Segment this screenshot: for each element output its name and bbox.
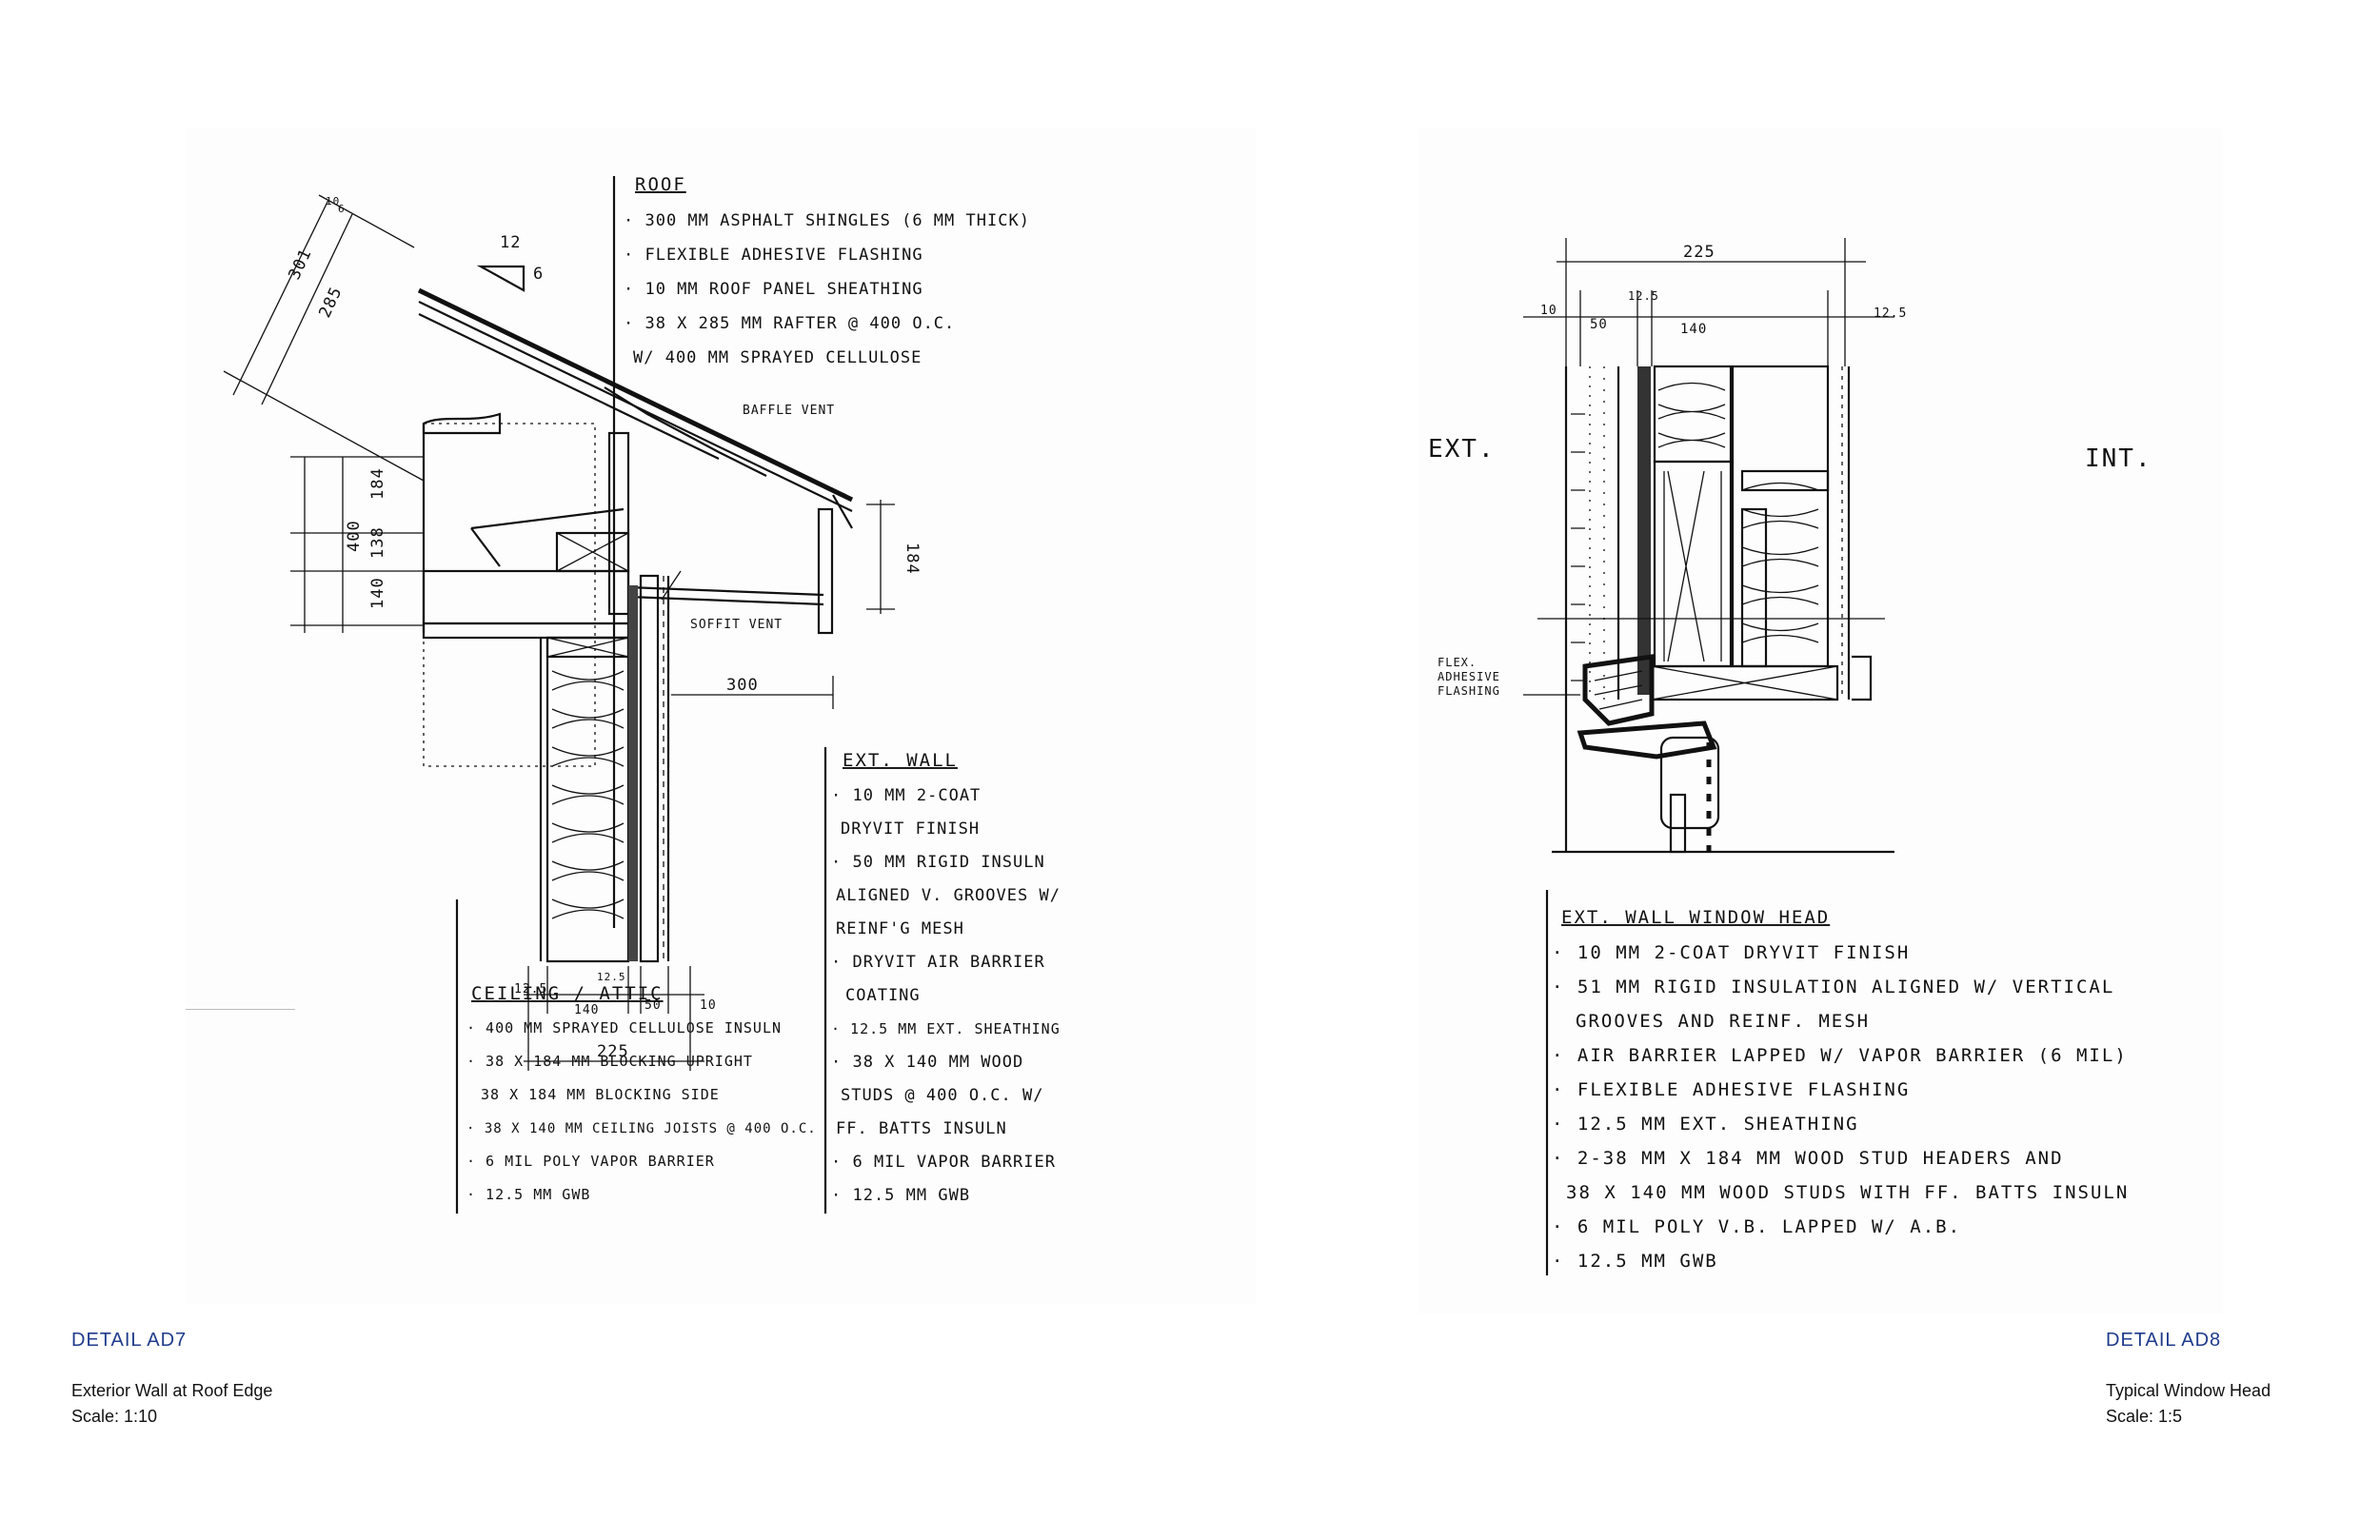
detail-ad8-drawing: EXT. INT. FLEX. ADHESIVE FLASHING 225 10…	[1418, 128, 2223, 1313]
dim-140-b: 140	[574, 1003, 599, 1017]
ext-wall-note-line: · 50 MM RIGID INSULN	[831, 853, 1045, 872]
dimension-lines	[223, 194, 895, 1071]
dim-400: 400	[345, 520, 364, 552]
ceiling-notes: CEILING / ATTIC · 400 MM SPRAYED CELLULO…	[466, 983, 817, 1203]
ext-wall-note-line: · 38 X 140 MM WOOD	[831, 1053, 1023, 1072]
int-label: INT.	[2085, 444, 2152, 473]
dim-50: 50	[645, 998, 662, 1013]
soffit-vent-label: SOFFIT VENT	[690, 618, 783, 632]
window-head-notes-heading: EXT. WALL WINDOW HEAD	[1561, 907, 1830, 928]
detail-ad7-title: Exterior Wall at Roof Edge	[71, 1381, 273, 1400]
ext-wall-note-line: · 12.5 MM EXT. SHEATHING	[831, 1020, 1061, 1037]
dim-225: 225	[1683, 243, 1716, 262]
roof-note-line: · FLEXIBLE ADHESIVE FLASHING	[624, 246, 923, 265]
dim-225: 225	[597, 1042, 629, 1061]
roof-edge-section-sketch: 301 285 10 6 400 184 138 140 184 300 12 …	[223, 174, 1061, 1214]
roof-notes-heading: ROOF	[635, 174, 686, 195]
slope-indicator	[476, 265, 526, 292]
ceiling-note-line: · 38 X 184 MM BLOCKING UPRIGHT	[466, 1053, 753, 1070]
window-note-line: · FLEXIBLE ADHESIVE FLASHING	[1552, 1079, 1910, 1100]
attic-insulation	[422, 412, 625, 767]
ext-wall-note-line: ALIGNED V. GROOVES W/	[836, 886, 1061, 905]
flashing-label-line: ADHESIVE	[1438, 670, 1500, 683]
detail-ad7-scale: Scale: 1:10	[71, 1407, 158, 1426]
dim-138: 138	[368, 526, 387, 559]
dim-12-5-b: 12.5	[1874, 306, 1907, 321]
slope-rise: 6	[533, 265, 544, 284]
dim-10: 10	[1540, 304, 1557, 318]
roof-assembly	[417, 287, 854, 635]
ext-wall-note-line: COATING	[845, 986, 921, 1005]
ceiling-note-line: · 38 X 140 MM CEILING JOISTS @ 400 O.C.	[466, 1121, 817, 1136]
dim-10: 10	[326, 195, 340, 207]
roof-note-line: · 300 MM ASPHALT SHINGLES (6 MM THICK)	[624, 211, 1030, 230]
dim-50: 50	[1590, 317, 1608, 332]
baffle-vent-label: BAFFLE VENT	[743, 404, 835, 418]
soffit	[627, 570, 824, 606]
ceiling-note-line: 38 X 184 MM BLOCKING SIDE	[481, 1086, 720, 1103]
window-note-line: · 12.5 MM EXT. SHEATHING	[1552, 1114, 1859, 1135]
detail-ad8-title: Typical Window Head	[2106, 1381, 2271, 1400]
window-note-line: · 12.5 MM GWB	[1552, 1251, 1718, 1272]
ext-label: EXT.	[1428, 435, 1496, 464]
window-head-section-sketch: EXT. INT. FLEX. ADHESIVE FLASHING 225 10…	[1428, 238, 2152, 1275]
ext-wall-note-line: · DRYVIT AIR BARRIER	[831, 953, 1045, 972]
ceiling-notes-heading: CEILING / ATTIC	[471, 983, 664, 1004]
roof-note-line: W/ 400 MM SPRAYED CELLULOSE	[633, 348, 922, 367]
ext-wall-note-line: · 10 MM 2-COAT	[831, 786, 981, 805]
detail-ad8-scale: Scale: 1:5	[2106, 1407, 2183, 1426]
dim-12-5-a: 12.5	[1628, 289, 1659, 303]
slope-run: 12	[500, 233, 521, 252]
roof-note-line: · 10 MM ROOF PANEL SHEATHING	[624, 280, 923, 299]
detail-ad7-caption: DETAIL AD7 Exterior Wall at Roof Edge Sc…	[71, 1330, 272, 1430]
ceiling-note-line: · 400 MM SPRAYED CELLULOSE INSULN	[466, 1019, 782, 1037]
dim-6: 6	[338, 203, 346, 215]
detail-ad8-id: DETAIL AD8	[2106, 1330, 2222, 1351]
roof-note-line: · 38 X 285 MM RAFTER @ 400 O.C.	[624, 314, 955, 333]
roof-notes: ROOF · 300 MM ASPHALT SHINGLES (6 MM THI…	[624, 174, 1030, 367]
dim-140: 140	[1680, 322, 1707, 337]
detail-ad7-drawing: 301 285 10 6 400 184 138 140 184 300 12 …	[186, 128, 1257, 1304]
window-note-line: 38 X 140 MM WOOD STUDS WITH FF. BATTS IN…	[1566, 1182, 2129, 1203]
ext-wall-note-line: FF. BATTS INSULN	[836, 1119, 1007, 1138]
ext-wall-note-line: STUDS @ 400 O.C. W/	[841, 1086, 1043, 1105]
ext-wall-notes-heading: EXT. WALL	[843, 750, 958, 771]
dim-301: 301	[285, 246, 315, 283]
ext-wall-note-line: REINF'G MESH	[836, 919, 964, 938]
window-note-line: · 2-38 MM X 184 MM WOOD STUD HEADERS AND	[1552, 1148, 2064, 1169]
ceiling-note-line: · 12.5 MM GWB	[466, 1186, 590, 1203]
wall-section	[1564, 365, 1851, 852]
blocking-and-plates	[422, 431, 630, 640]
dim-184-right: 184	[902, 543, 922, 575]
wall-section	[539, 574, 670, 963]
divider	[186, 1009, 295, 1010]
dim-overhang: 300	[726, 676, 759, 695]
dim-140: 140	[368, 577, 387, 609]
dim-12-5-a: 12.5	[514, 982, 547, 997]
ext-wall-note-line: · 12.5 MM GWB	[831, 1186, 970, 1205]
detail-ad7-id: DETAIL AD7	[71, 1330, 188, 1351]
ext-wall-note-line: · 6 MIL VAPOR BARRIER	[831, 1153, 1056, 1172]
ext-wall-note-line: DRYVIT FINISH	[841, 819, 980, 839]
window-note-line: GROOVES AND REINF. MESH	[1576, 1011, 1870, 1032]
dim-10-b: 10	[700, 998, 717, 1013]
dim-12-5-b: 12.5	[597, 971, 626, 983]
flashing-label-line: FLASHING	[1438, 684, 1500, 698]
flashing-label-line: FLEX.	[1438, 656, 1477, 669]
ceiling-note-line: · 6 MIL POLY VAPOR BARRIER	[466, 1153, 715, 1170]
window-frame	[1552, 654, 1894, 854]
detail-ad8-caption: DETAIL AD8 Typical Window Head Scale: 1:…	[2106, 1330, 2271, 1430]
window-note-line: · 6 MIL POLY V.B. LAPPED W/ A.B.	[1552, 1216, 1961, 1237]
window-note-line: · 51 MM RIGID INSULATION ALIGNED W/ VERT…	[1552, 977, 2114, 997]
dim-184: 184	[368, 467, 387, 500]
window-note-line: · AIR BARRIER LAPPED W/ VAPOR BARRIER (6…	[1552, 1045, 2128, 1066]
window-note-line: · 10 MM 2-COAT DRYVIT FINISH	[1552, 942, 1910, 963]
dim-285: 285	[315, 284, 346, 321]
ext-wall-notes: EXT. WALL · 10 MM 2-COAT DRYVIT FINISH ·…	[831, 750, 1061, 1205]
dimension-lines	[1523, 238, 1894, 366]
window-head-notes: EXT. WALL WINDOW HEAD · 10 MM 2-COAT DRY…	[1552, 907, 2129, 1272]
